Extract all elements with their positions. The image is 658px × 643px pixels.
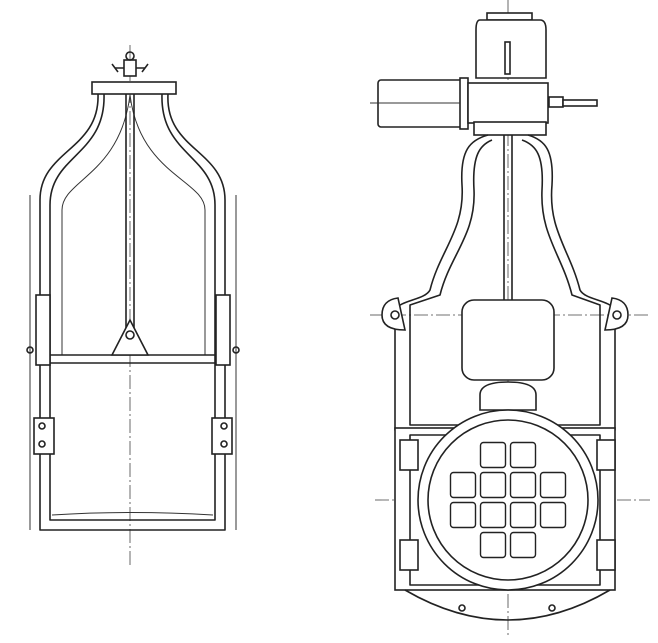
- grate-cell: [449, 501, 477, 529]
- top-plate: [91, 81, 177, 95]
- grate-cell: [509, 501, 537, 529]
- side-view: [370, 0, 650, 635]
- grate-cell: [479, 501, 507, 529]
- grate-cell: [479, 441, 507, 469]
- grate-cell: [509, 441, 537, 469]
- grate-cell: [479, 471, 507, 499]
- grate-cell: [539, 471, 567, 499]
- handwheel-icon: [111, 51, 149, 77]
- grate-cell: [509, 531, 537, 559]
- grate-cell: [539, 501, 567, 529]
- grate: [417, 409, 599, 591]
- gearbox: [467, 82, 549, 124]
- actuator: [370, 12, 598, 136]
- side-brackets: [26, 294, 240, 455]
- stem-nut: [110, 318, 150, 356]
- front-view: [26, 45, 240, 565]
- frame-inner: [49, 93, 216, 521]
- gate-upper: [61, 94, 206, 355]
- grate-cell: [449, 471, 477, 499]
- grate-cell: [479, 531, 507, 559]
- frame-outer: [39, 93, 226, 531]
- grate-cell: [509, 471, 537, 499]
- bottom-flange: [404, 589, 611, 621]
- lugs: [381, 297, 629, 331]
- gate-disc: [461, 299, 555, 381]
